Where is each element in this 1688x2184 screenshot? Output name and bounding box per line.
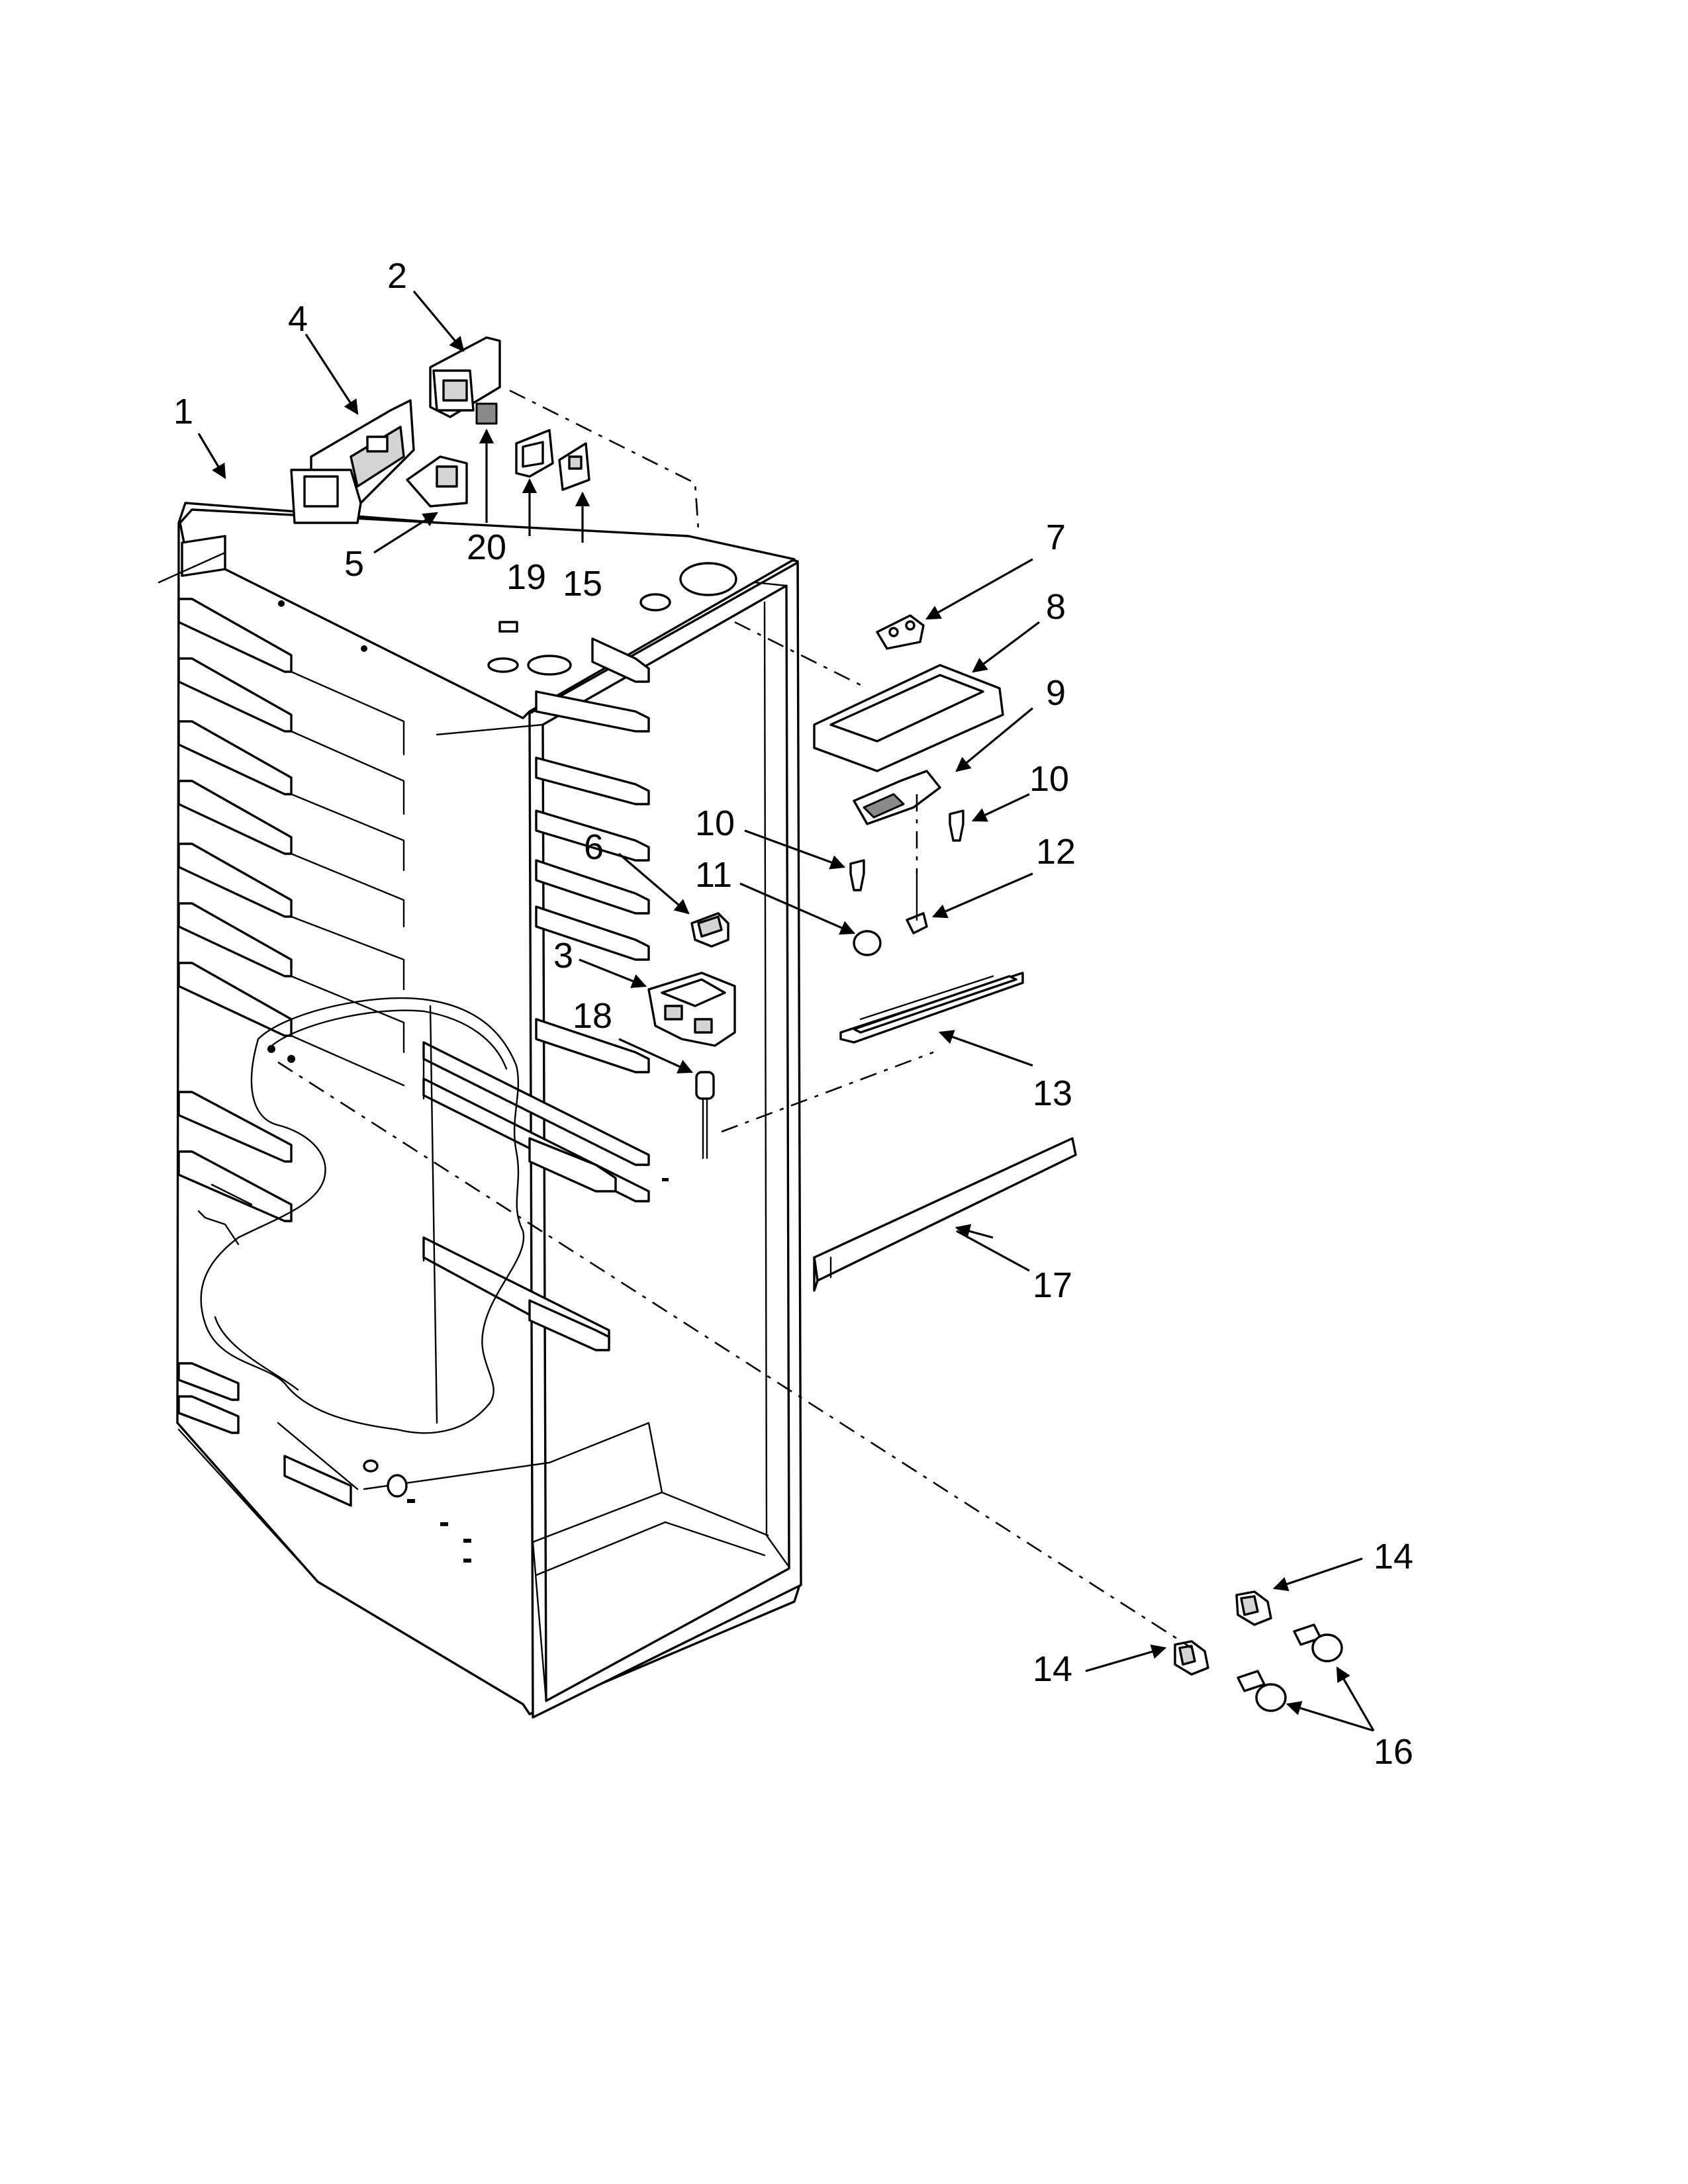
callout-15: 15 — [563, 564, 602, 604]
callout-8: 8 — [1046, 587, 1066, 627]
callout-9: 9 — [1046, 673, 1066, 713]
light-housing-assembly — [813, 614, 1077, 1292]
callout-20: 20 — [467, 527, 506, 567]
thermistor-part — [475, 402, 498, 425]
callout-13: 13 — [1033, 1073, 1072, 1113]
callout-16: 16 — [1374, 1732, 1413, 1772]
callout-1: 1 — [173, 392, 193, 432]
callout-3: 3 — [553, 936, 573, 976]
callout-7: 7 — [1046, 518, 1066, 557]
callout-12: 12 — [1036, 832, 1076, 872]
damper-housing — [429, 336, 501, 418]
callout-10-upper: 10 — [1029, 759, 1069, 799]
hinge-hardware — [1174, 1590, 1343, 1712]
callout-4: 4 — [288, 299, 308, 339]
callout-17: 17 — [1033, 1265, 1072, 1305]
callout-14-upper: 14 — [1374, 1537, 1413, 1576]
switch-parts — [647, 912, 736, 1160]
shelf-ribs-left — [177, 598, 405, 1507]
refrigerator-liner — [158, 502, 802, 1719]
callout-2: 2 — [387, 256, 407, 296]
callout-14-lower: 14 — [1033, 1649, 1072, 1689]
callout-19: 19 — [506, 557, 546, 597]
callout-numbers: 1 2 3 4 5 6 7 8 9 10 10 11 12 13 14 14 1… — [173, 256, 1413, 1772]
callout-11: 11 — [695, 855, 732, 895]
control-housing — [290, 399, 415, 524]
callout-5: 5 — [344, 544, 364, 584]
callout-10-left: 10 — [695, 803, 735, 843]
callout-18: 18 — [573, 996, 612, 1036]
shelf-ribs-right — [422, 637, 650, 1424]
callout-leaders — [197, 290, 1375, 1732]
callout-6: 6 — [584, 827, 604, 867]
